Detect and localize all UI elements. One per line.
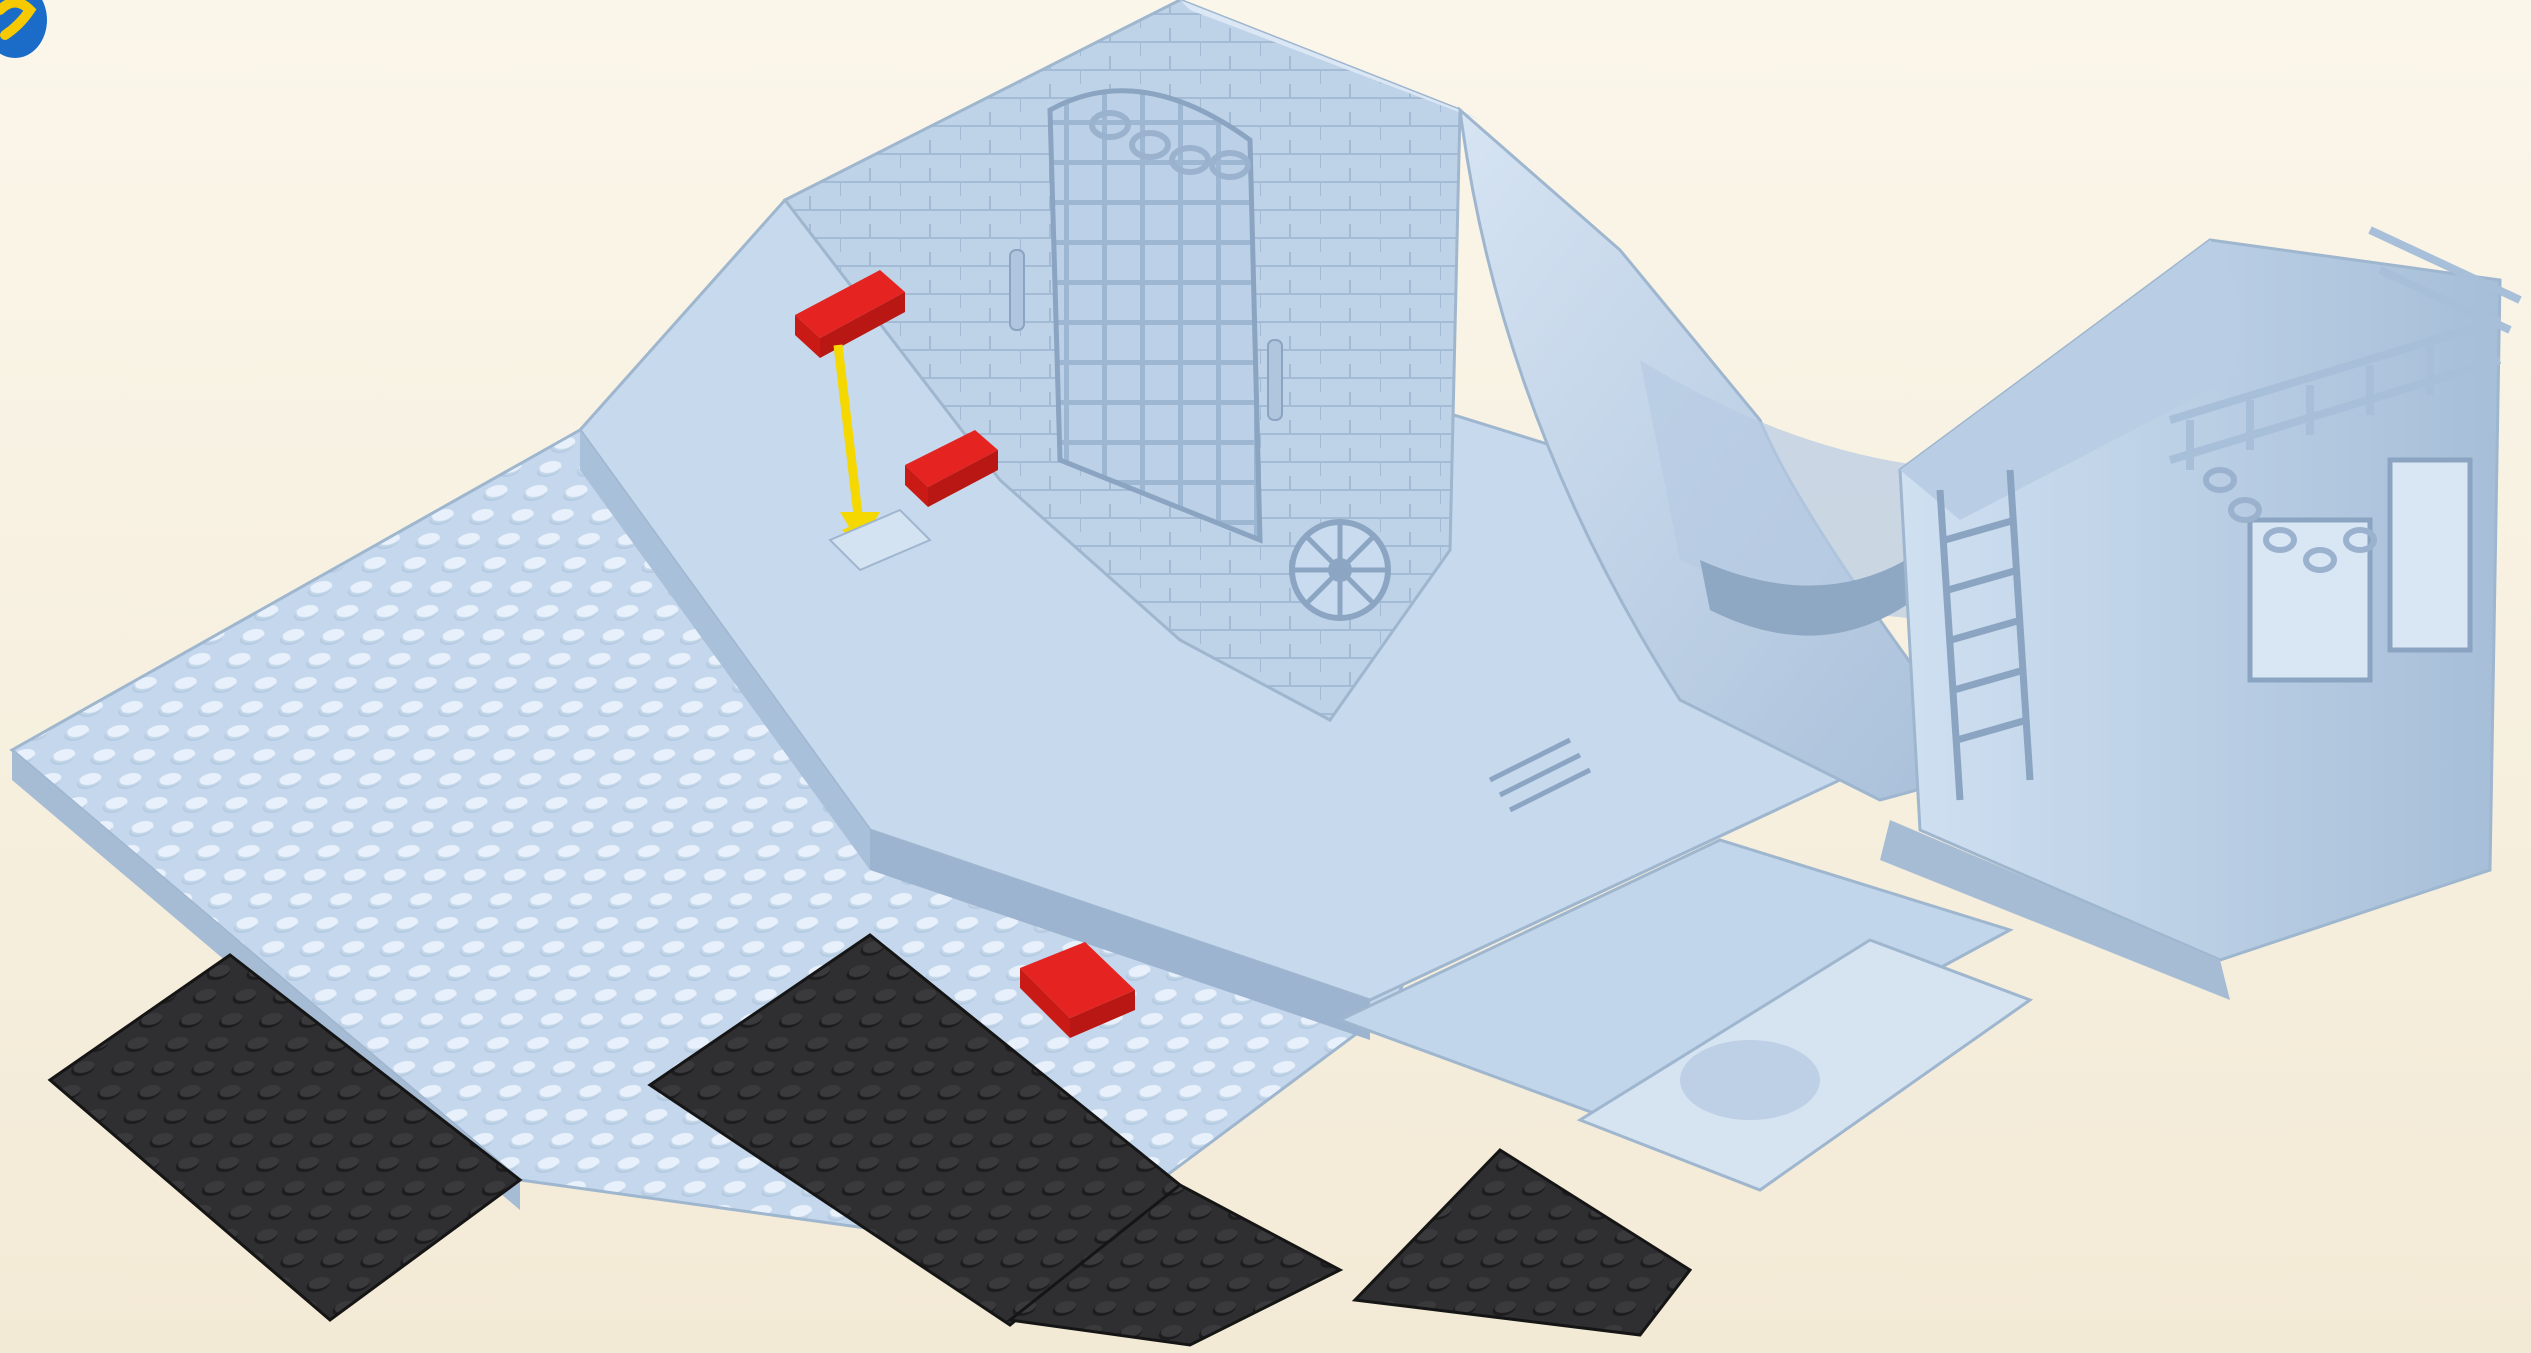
dark-wedge-plate-right <box>1355 1150 1690 1335</box>
winch-wheel <box>1292 522 1388 618</box>
